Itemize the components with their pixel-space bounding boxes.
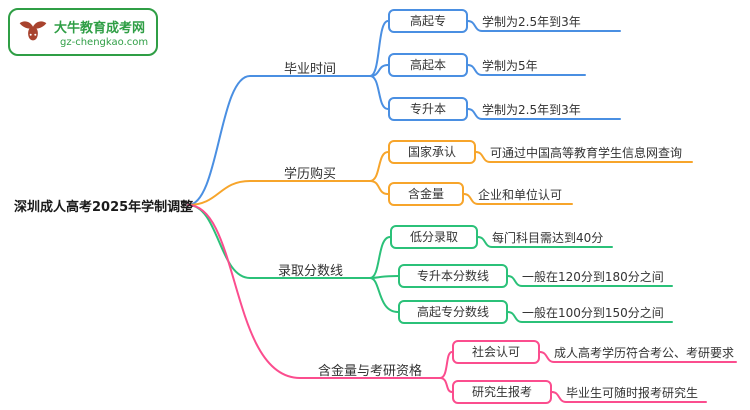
child-connector-1-0 bbox=[369, 151, 389, 182]
value-social-recognition: 成人高考学历符合考公、考研要求 bbox=[554, 346, 735, 360]
child-connector-2-2 bbox=[369, 277, 399, 313]
bull-icon bbox=[19, 21, 47, 41]
value-gaoqizhuan: 学制为2.5年到3年 bbox=[482, 15, 581, 29]
node-zhuanshengben: 专升本 bbox=[388, 97, 468, 121]
node-postgrad-application: 研究生报考 bbox=[452, 380, 552, 404]
value-line-1-0 bbox=[475, 151, 693, 163]
node-gqz-score-line: 高起专分数线 bbox=[398, 300, 508, 324]
child-connector-3-1 bbox=[439, 377, 453, 393]
value-line-0-2 bbox=[467, 108, 621, 120]
branch-label-graduation-time: 毕业时间 bbox=[284, 62, 337, 77]
value-zsb-score-line: 一般在120分到180分之间 bbox=[522, 270, 664, 284]
child-connector-0-0 bbox=[369, 20, 389, 77]
value-line-2-1 bbox=[507, 275, 673, 287]
logo-title: 大牛教育成考网 bbox=[54, 21, 146, 36]
node-gold-content: 含金量 bbox=[388, 182, 464, 206]
branch-curve-3 bbox=[187, 204, 441, 379]
logo-url: gz-chengkao.com bbox=[60, 37, 149, 48]
value-line-2-0 bbox=[477, 236, 613, 248]
branch-curve-1 bbox=[187, 180, 371, 206]
value-postgrad-application: 毕业生可随时报考研究生 bbox=[566, 386, 699, 400]
site-logo: 大牛教育成考网 gz-chengkao.com bbox=[8, 8, 158, 56]
child-connector-0-2 bbox=[369, 75, 389, 110]
child-connector-2-0 bbox=[369, 236, 391, 279]
value-line-2-2 bbox=[507, 311, 673, 323]
value-line-3-1 bbox=[551, 391, 707, 403]
value-gold-content: 企业和单位认可 bbox=[478, 188, 563, 202]
value-line-3-0 bbox=[539, 351, 737, 363]
value-gqz-score-line: 一般在100分到150分之间 bbox=[522, 306, 664, 320]
node-zsb-score-line: 专升本分数线 bbox=[398, 264, 508, 288]
node-low-score-admission: 低分录取 bbox=[390, 225, 478, 249]
branch-curve-0 bbox=[187, 75, 371, 206]
node-gaoqiben: 高起本 bbox=[388, 53, 468, 77]
root-node: 深圳成人高考2025年学制调整 bbox=[14, 200, 194, 215]
value-gaoqiben: 学制为5年 bbox=[482, 59, 538, 73]
value-low-score-admission: 每门科目需达到40分 bbox=[492, 231, 604, 245]
node-social-recognition: 社会认可 bbox=[452, 340, 540, 364]
branch-label-degree-purchase: 学历购买 bbox=[284, 167, 337, 182]
node-gaoqizhuan: 高起专 bbox=[388, 9, 468, 33]
node-state-recognized: 国家承认 bbox=[388, 140, 476, 164]
value-line-0-1 bbox=[467, 64, 586, 76]
child-connector-3-0 bbox=[439, 351, 453, 379]
value-line-1-1 bbox=[463, 193, 573, 205]
value-zhuanshengben: 学制为2.5年到3年 bbox=[482, 103, 581, 117]
child-connector-1-1 bbox=[369, 180, 389, 195]
value-line-0-0 bbox=[467, 20, 621, 32]
value-state-recognized: 可通过中国高等教育学生信息网查询 bbox=[490, 146, 683, 160]
branch-label-value-postgrad: 含金量与考研资格 bbox=[318, 364, 423, 379]
branch-label-admission-scores: 录取分数线 bbox=[278, 264, 344, 279]
